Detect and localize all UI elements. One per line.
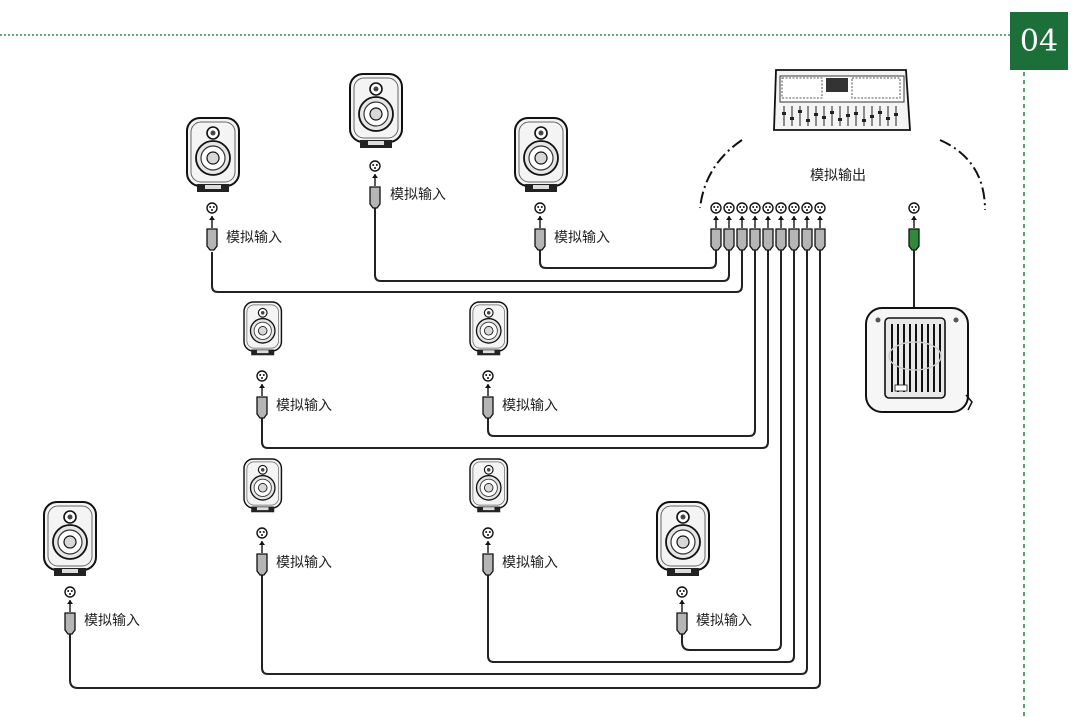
cable-s5 xyxy=(487,250,756,437)
studio-monitor-icon xyxy=(43,501,97,577)
speaker-6-input-label: 模拟输入 xyxy=(276,555,332,571)
cable-s8 xyxy=(69,250,821,689)
studio-monitor-icon xyxy=(349,73,403,149)
speaker-3-input-label: 模拟输入 xyxy=(554,230,610,246)
studio-monitor-icon xyxy=(656,501,710,577)
subwoofer-icon xyxy=(865,307,973,413)
xlr-jack-icon xyxy=(482,370,494,382)
speaker-7: 模拟输入 xyxy=(469,458,558,576)
speaker-5: 模拟输入 xyxy=(469,301,558,419)
page-badge-bg xyxy=(1010,12,1068,70)
xlr-jack-icon xyxy=(64,586,76,598)
cable-s4 xyxy=(261,250,769,449)
studio-monitor-icon xyxy=(243,301,283,356)
xlr-jack-icon xyxy=(256,370,268,382)
page-number: 04 xyxy=(1020,24,1058,59)
xlr-jack-icon xyxy=(676,586,688,598)
speaker-2-input-label: 模拟输入 xyxy=(390,187,446,203)
cables xyxy=(69,208,821,689)
cable-s2 xyxy=(374,208,730,282)
cable-s7 xyxy=(487,250,795,663)
speaker-2: 模拟输入 xyxy=(349,73,446,209)
xlr-plug-icon xyxy=(206,215,218,251)
xlr-plug-icon xyxy=(534,215,546,251)
xlr-jack-icon xyxy=(256,527,268,539)
mixer-output-label: 模拟输出 xyxy=(810,168,866,184)
cable-s9 xyxy=(681,250,782,651)
speaker-1: 模拟输入 xyxy=(186,117,282,251)
xlr-plug-icon xyxy=(64,599,76,635)
speaker-5-input-label: 模拟输入 xyxy=(502,398,558,414)
cable-s6 xyxy=(261,250,808,675)
studio-monitor-icon xyxy=(469,458,509,513)
studio-monitor-icon xyxy=(186,117,240,193)
speaker-4-input-label: 模拟输入 xyxy=(276,398,332,414)
sub-plug-icon xyxy=(908,228,920,251)
speaker-6: 模拟输入 xyxy=(243,458,332,576)
speaker-9-input-label: 模拟输入 xyxy=(696,613,752,629)
xlr-jack-icon xyxy=(482,527,494,539)
speaker-9: 模拟输入 xyxy=(656,501,752,635)
mixer-output-connectors xyxy=(710,202,826,251)
mixing-console-icon xyxy=(773,69,911,131)
xlr-plug-icon xyxy=(256,540,268,576)
xlr-jack-icon xyxy=(908,202,920,214)
xlr-jack-icon xyxy=(534,202,546,214)
xlr-plug-icon xyxy=(256,383,268,419)
xlr-plug-icon xyxy=(369,173,381,209)
studio-monitor-icon xyxy=(469,301,509,356)
cable-s1 xyxy=(211,250,743,293)
speaker-8-input-label: 模拟输入 xyxy=(84,613,140,629)
speaker-3: 模拟输入 xyxy=(514,117,610,251)
speaker-8: 模拟输入 xyxy=(43,501,140,635)
subwoofer-connection xyxy=(908,202,920,312)
xlr-plug-icon xyxy=(482,540,494,576)
speaker-1-input-label: 模拟输入 xyxy=(226,230,282,246)
signal-arc-right xyxy=(939,139,986,211)
speaker-7-input-label: 模拟输入 xyxy=(502,555,558,571)
studio-monitor-icon xyxy=(514,117,568,193)
xlr-plug-icon xyxy=(482,383,494,419)
studio-monitor-icon xyxy=(243,458,283,513)
speaker-4: 模拟输入 xyxy=(243,301,332,419)
page-number-badge: 04 xyxy=(1010,12,1068,70)
xlr-jack-icon xyxy=(206,202,218,214)
signal-arc-left xyxy=(699,139,743,209)
xlr-plug-icon xyxy=(676,599,688,635)
cable-s3 xyxy=(539,250,717,269)
xlr-jack-icon xyxy=(369,160,381,172)
